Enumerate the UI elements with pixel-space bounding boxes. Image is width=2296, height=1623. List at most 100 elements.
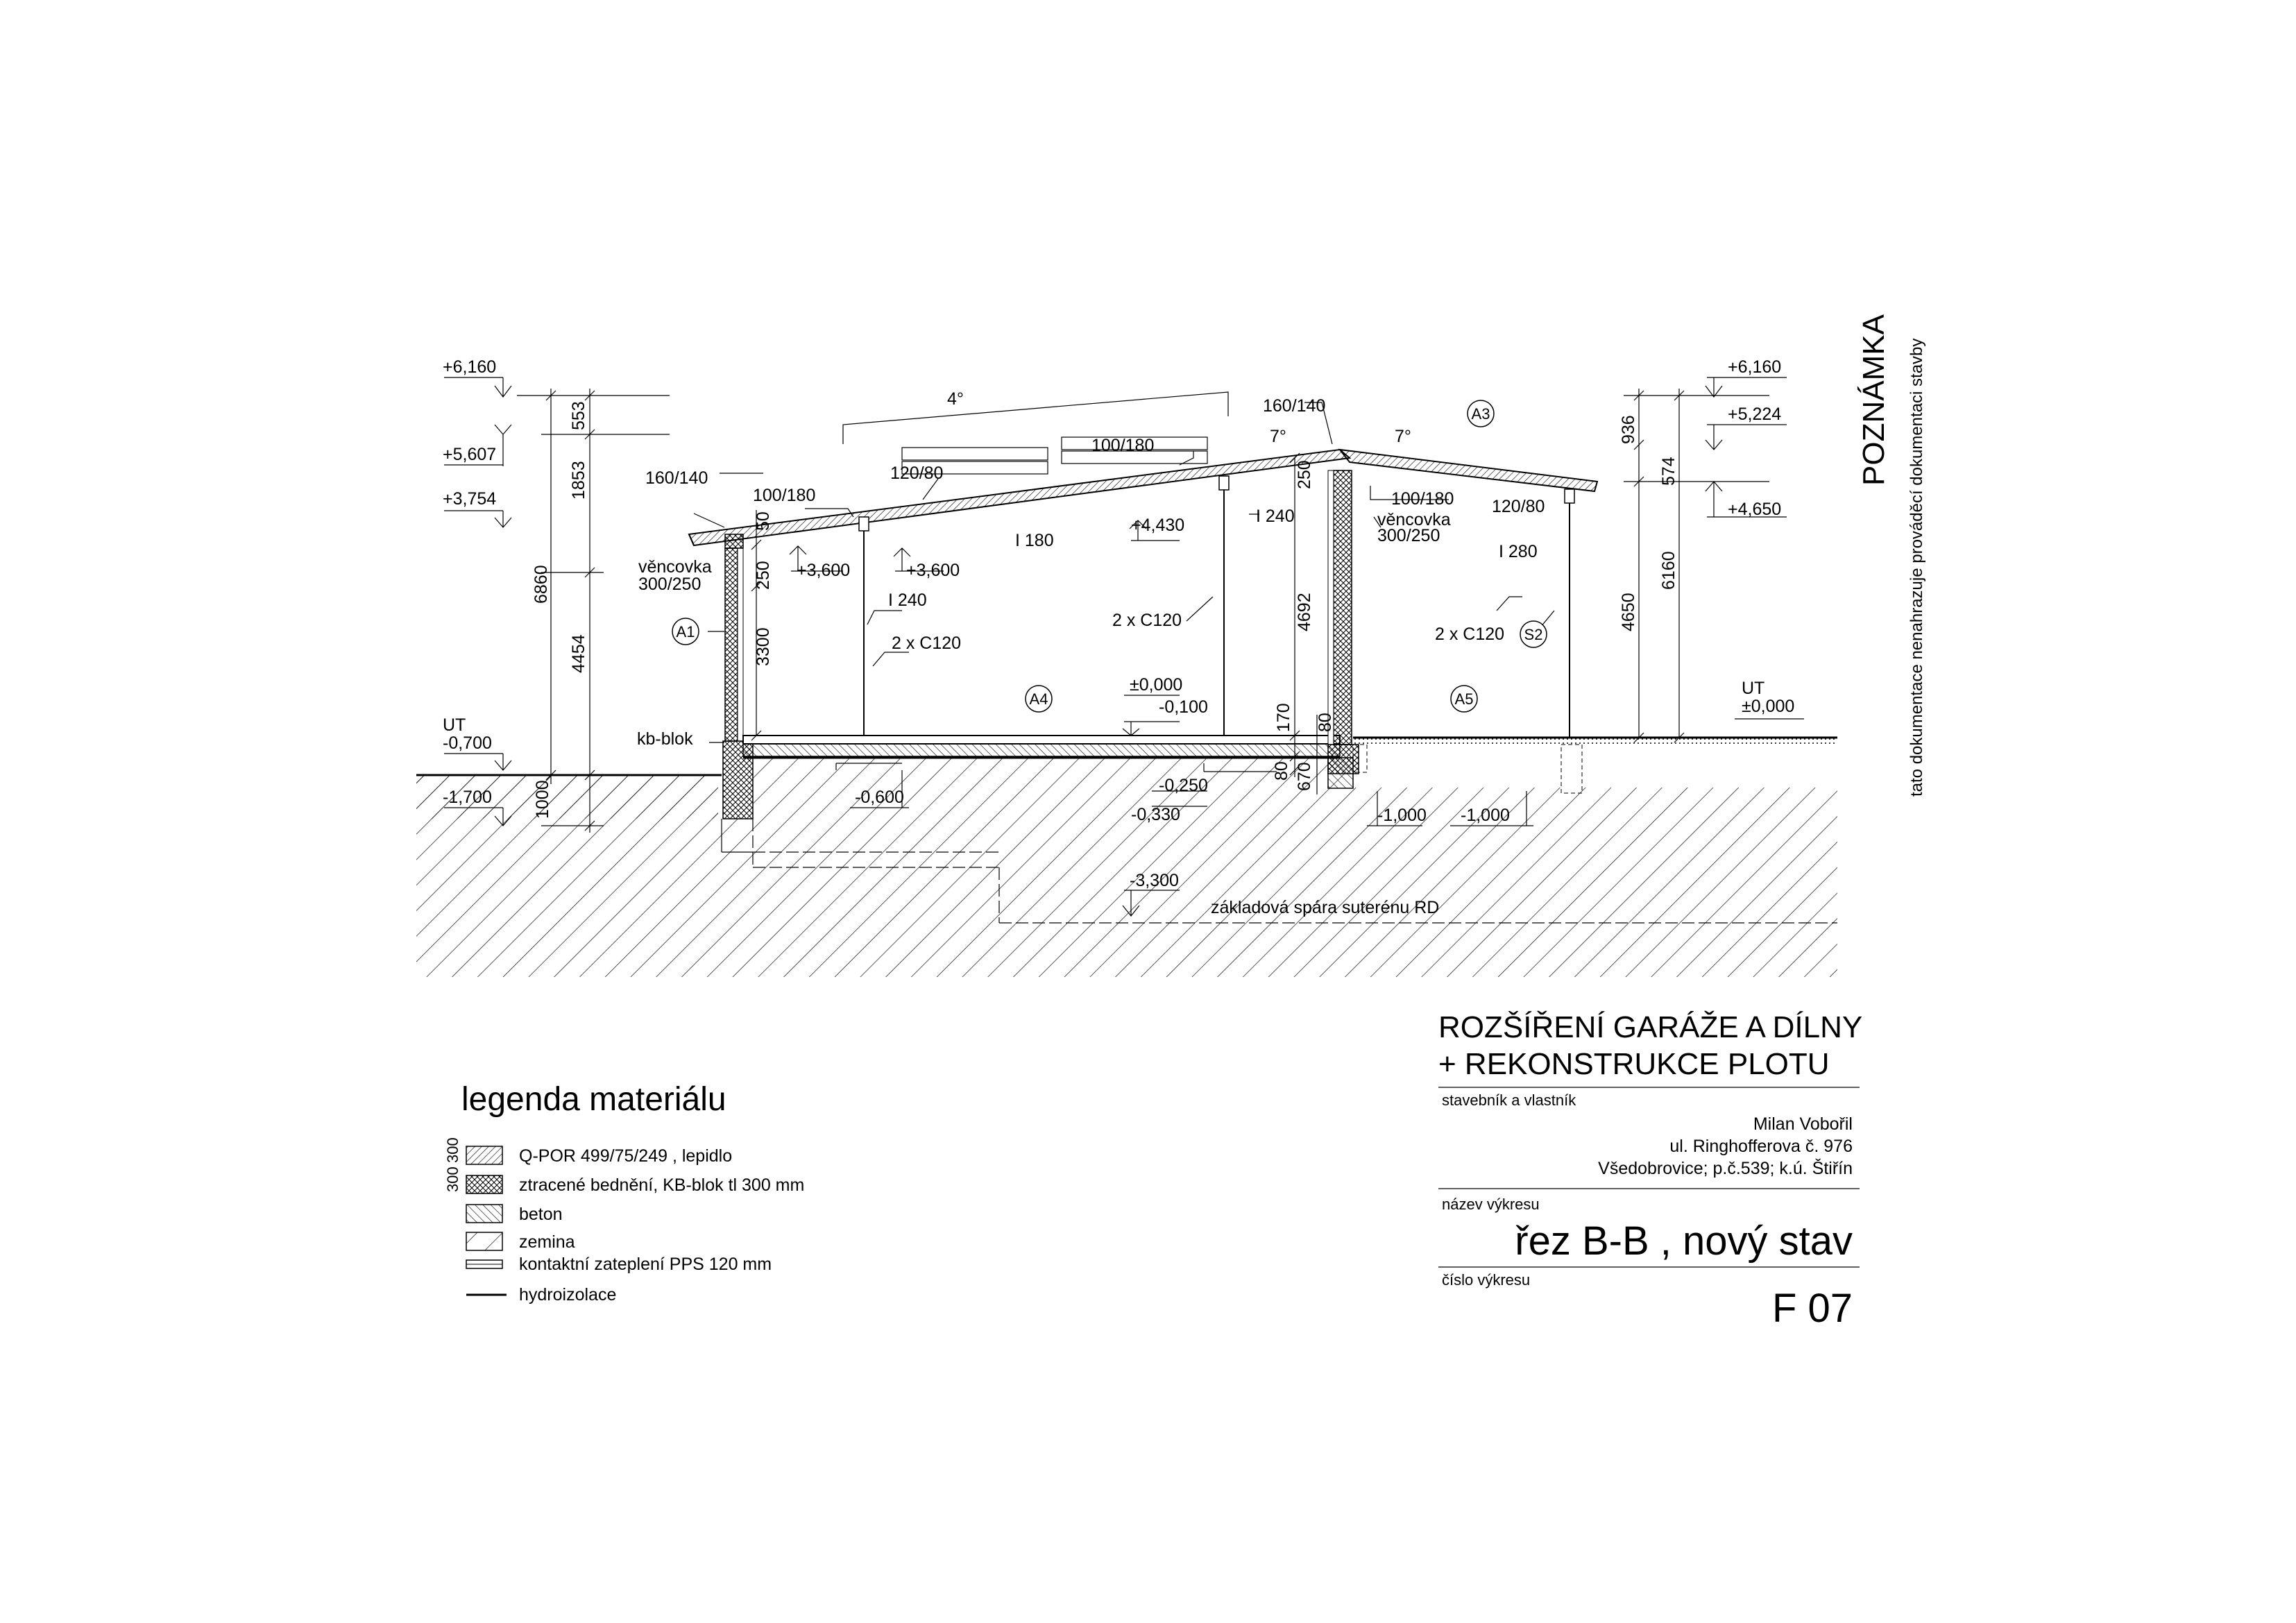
vencovka-right-2: 300/250 [1377,526,1440,545]
level-m0330: -0,330 [1131,805,1180,824]
kb-blok-label: kb-blok [637,729,693,749]
level-left-ut-label: UT [443,715,466,735]
legend-swatch-qpor [466,1146,503,1165]
level-right-4650: +4,650 [1728,500,1781,519]
title-block: ROZŠÍŘENÍ GARÁŽE A DÍLNY + REKONSTRUKCE … [1438,1010,1862,1331]
vencovka-left-1: věncovka [638,557,712,577]
legend-label-5: kontaktní zateplení PPS 120 mm [519,1255,772,1274]
legend-swatch-kb [466,1175,503,1194]
owner-place: Všedobrovice; p.č.539; k.ú. Štiřín [1598,1158,1853,1178]
dim-1853: 1853 [569,461,588,500]
profile-100-180-a: 100/180 [753,486,815,505]
axis-a4: A4 [1030,690,1048,708]
level-4430: +4,430 [1131,516,1184,535]
legend-label-1: Q-POR 499/75/249 , lepidlo [519,1146,732,1166]
level-left-1700: -1,700 [443,788,492,807]
beam-i280: I 280 [1499,542,1538,561]
drawing-name: řez B-B , nový stav [1515,1218,1853,1264]
building-section [688,391,1599,819]
dim-80-b: 80 [1272,761,1291,781]
dim-250-b: 250 [1295,460,1314,489]
level-m0250: -0,250 [1159,776,1208,795]
level-right-ut-label: UT [1742,679,1764,698]
soil-hatch [416,756,1837,977]
dim-1000: 1000 [533,780,552,819]
level-right-ut-value: ±0,000 [1742,697,1794,716]
column-label-b: 2 x C120 [1112,611,1182,630]
note-block: POZNÁMKA tato dokumentace nenahrazuje pr… [1857,314,1926,797]
dim-3300: 3300 [754,627,773,666]
beam-i240-a: I 240 [888,590,927,610]
level-m1000-b: -1,000 [1461,806,1510,825]
project-title-1: ROZŠÍŘENÍ GARÁŽE A DÍLNY [1438,1010,1862,1044]
project-title-2: + REKONSTRUKCE PLOTU [1438,1047,1830,1081]
beam-i240-b: I 240 [1256,507,1295,526]
level-left-ut-value: -0,700 [443,733,492,753]
dim-6860: 6860 [532,565,551,604]
profile-160-140-top: 160/140 [1263,396,1325,416]
legend-swatch-zemina [466,1232,503,1251]
dim-553: 553 [569,401,588,430]
legend-swatch-beton [466,1204,503,1223]
legend-label-4: zemina [519,1232,575,1252]
level-right-top: +6,160 [1728,357,1781,377]
level-0000: ±0,000 [1130,675,1182,695]
note-heading: POZNÁMKA [1857,314,1891,486]
level-m1000-a: -1,000 [1377,806,1427,825]
legend-label-2: ztracené bednění, KB-blok tl 300 mm [519,1175,804,1195]
level-3600-a: +3,600 [797,561,850,580]
drawing-name-label: název výkresu [1442,1196,1540,1213]
legend-mark-2: 300 [444,1166,461,1192]
dim-170: 170 [1274,703,1293,732]
profile-160-140-left: 160/140 [645,468,708,488]
drawing-number: F 07 [1772,1286,1853,1331]
dim-4692: 4692 [1295,593,1314,631]
dim-936: 936 [1619,415,1638,444]
legend-title: legenda materiálu [461,1081,726,1118]
profile-100-180-b: 100/180 [1091,436,1154,455]
dim-80: 80 [1316,713,1335,732]
level-left-top: +6,160 [443,357,496,377]
legend-label-6: hydroizolace [519,1285,616,1305]
legend-label-3: beton [519,1205,563,1224]
level-m3300: -3,300 [1130,871,1179,890]
profile-120-80-a: 120/80 [890,464,943,483]
axis-a5: A5 [1455,690,1474,708]
dim-6160: 6160 [1659,551,1678,590]
owner-street: ul. Ringhofferova č. 976 [1669,1137,1853,1156]
dim-670: 670 [1295,762,1314,791]
level-3600-b: +3,600 [906,561,960,580]
angle-4: 4° [947,389,964,409]
level-m0600: -0,600 [855,788,904,807]
legend: legenda materiálu 300 Q-POR 499/75/249 ,… [444,1081,804,1305]
owner-name: Milan Vobořil [1753,1114,1853,1134]
level-left-3754: +3,754 [443,489,496,509]
note-text: tato dokumentace nenahrazuje prováděcí d… [1907,339,1926,797]
dim-574: 574 [1659,457,1678,486]
level-left-5607: +5,607 [443,445,496,464]
dim-50: 50 [754,511,773,531]
vencovka-left-2: 300/250 [638,575,701,594]
drawing-number-label: číslo výkresu [1442,1271,1530,1289]
axis-s2: S2 [1524,626,1543,643]
drawing-labels: +6,160 +5,607 +3,754 UT -0,700 -1,700 +6… [443,357,1794,917]
vencovka-right-1: věncovka [1377,510,1451,529]
level-right-5224: +5,224 [1728,405,1781,424]
profile-120-80-b: 120/80 [1492,497,1545,516]
dim-250: 250 [754,561,773,590]
column-label-c: 2 x C120 [1435,624,1504,644]
beam-i180: I 180 [1015,531,1054,550]
angle-7-b: 7° [1395,427,1411,446]
axis-a3: A3 [1472,405,1490,423]
level-m0100: -0,100 [1159,697,1208,717]
profile-100-180-c: 100/180 [1391,489,1454,509]
owner-label: stavebník a vlastník [1442,1091,1576,1109]
column-label-a: 2 x C120 [892,634,961,653]
foundation-label: základová spára suterénu RD [1211,898,1439,917]
axis-markers [672,400,1547,713]
angle-7-a: 7° [1270,427,1286,446]
dim-4650: 4650 [1619,593,1638,631]
legend-mark-1: 300 [444,1137,461,1163]
dimension-lines [444,377,1804,917]
